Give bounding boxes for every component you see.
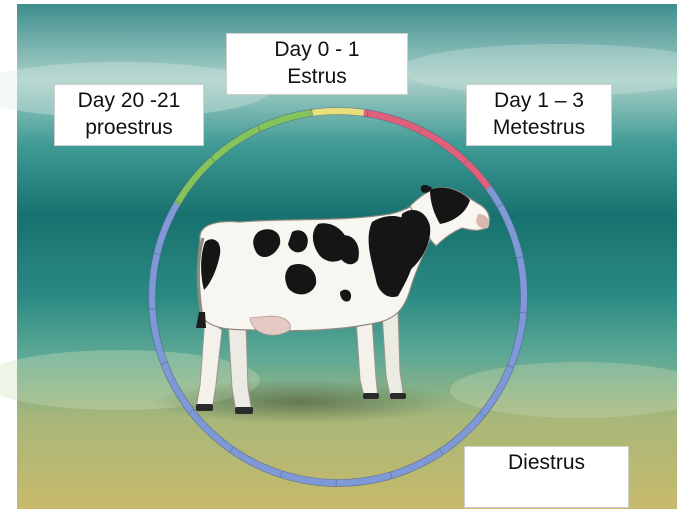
estrus-phase-name: Estrus bbox=[227, 63, 407, 90]
estrus-day-range: Day 0 - 1 bbox=[227, 36, 407, 63]
proestrus-day-range: Day 20 -21 bbox=[55, 87, 203, 114]
cow-hoof bbox=[390, 393, 406, 399]
estrus-label-box: Day 0 - 1 Estrus bbox=[226, 33, 408, 95]
metestrus-day-range: Day 1 – 3 bbox=[467, 87, 611, 114]
diestrus-phase-name: Diestrus bbox=[465, 449, 628, 476]
metestrus-label-box: Day 1 – 3 Metestrus bbox=[466, 84, 612, 146]
diestrus-label-box: Diestrus bbox=[464, 446, 629, 508]
cow-hoof bbox=[363, 393, 379, 399]
cow-hoof bbox=[235, 407, 253, 414]
proestrus-label-box: Day 20 -21 proestrus bbox=[54, 84, 204, 146]
proestrus-phase-name: proestrus bbox=[55, 114, 203, 141]
metestrus-phase-name: Metestrus bbox=[467, 114, 611, 141]
cow-hoof bbox=[196, 404, 213, 411]
estrus-arc bbox=[312, 111, 364, 113]
